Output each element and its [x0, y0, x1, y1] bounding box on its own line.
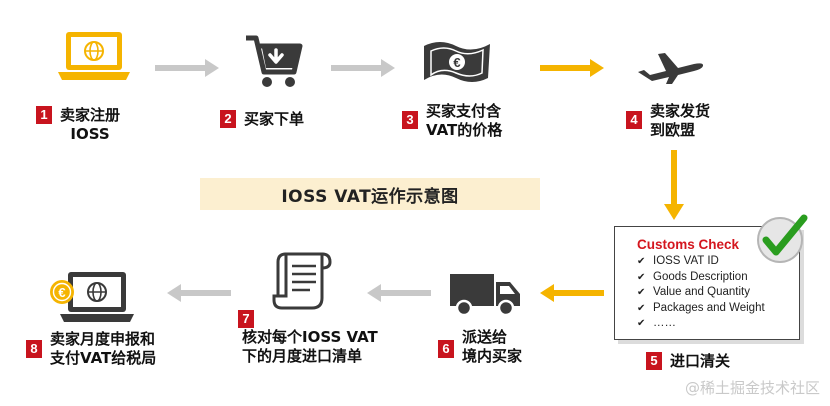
- list-item: ✔Value and Quantity: [637, 286, 750, 298]
- arrow-step2-to-step3: [331, 59, 395, 77]
- svg-text:€: €: [453, 55, 460, 70]
- arrow-step7-to-step8: [167, 284, 231, 302]
- step-2-label: 2 买家下单: [220, 110, 304, 129]
- green-check-badge-icon: [757, 214, 808, 263]
- step-text: 买家支付含 VAT的价格: [426, 102, 503, 139]
- customs-check-card: Customs Check ✔IOSS VAT ID ✔Goods Descri…: [614, 226, 800, 340]
- arrow-step1-to-step2: [155, 59, 219, 77]
- customs-check-list: ✔IOSS VAT ID ✔Goods Description ✔Value a…: [637, 254, 765, 332]
- step-3-label: 3 买家支付含 VAT的价格: [402, 102, 502, 140]
- list-item: ✔IOSS VAT ID: [637, 255, 719, 267]
- step-number: 4: [626, 111, 642, 129]
- laptop-euro-coin-icon: €: [50, 272, 134, 322]
- step-text: 卖家发货 到欧盟: [650, 102, 711, 139]
- step-number: 3: [402, 111, 418, 129]
- list-item: ✔……: [637, 317, 676, 329]
- delivery-van-icon: [450, 274, 520, 317]
- step-number: 7: [238, 310, 254, 328]
- arrow-step4-to-step5: [664, 150, 684, 220]
- step-6-label: 6 派送给 境内买家: [438, 328, 522, 366]
- step-text: 卖家注册 IOSS: [60, 106, 121, 143]
- step-8-label: 8 卖家月度申报和 支付VAT给税局: [26, 330, 156, 368]
- laptop-globe-icon: [58, 32, 130, 80]
- step-number: 2: [220, 110, 236, 128]
- step-number: 5: [646, 352, 662, 370]
- step-number: 8: [26, 340, 42, 358]
- step-4-label: 4 卖家发货 到欧盟: [626, 102, 710, 140]
- arrow-step6-to-step7: [367, 284, 431, 302]
- watermark: @稀土掘金技术社区: [684, 379, 820, 397]
- arrow-step5-to-step6: [540, 284, 604, 302]
- step-1-label: 1 卖家注册 IOSS: [36, 106, 120, 144]
- scroll-list-icon: [272, 252, 332, 310]
- step-text: 卖家月度申报和 支付VAT给税局: [50, 330, 157, 367]
- step-text: 核对每个IOSS VAT 下的月度进口清单: [242, 328, 378, 365]
- svg-text:€: €: [58, 285, 65, 300]
- step-7-label: 7 核对每个IOSS VAT 下的月度进口清单: [238, 310, 378, 366]
- diagram-title: IOSS VAT运作示意图: [200, 178, 540, 210]
- step-text: 买家下单: [244, 110, 305, 128]
- step-number: 6: [438, 340, 454, 358]
- step-text: 派送给 境内买家: [462, 328, 523, 365]
- euro-banknote-icon: €: [424, 42, 490, 82]
- list-item: ✔Packages and Weight: [637, 301, 765, 314]
- shopping-cart-icon: [246, 35, 303, 87]
- list-item: ✔Goods Description: [637, 270, 748, 283]
- step-5-label: 5 进口清关: [646, 352, 730, 371]
- arrow-step3-to-step4: [540, 59, 604, 77]
- step-number: 1: [36, 106, 52, 124]
- customs-check-title: Customs Check: [637, 237, 740, 252]
- airplane-icon: [638, 53, 704, 84]
- step-text: 进口清关: [670, 352, 731, 370]
